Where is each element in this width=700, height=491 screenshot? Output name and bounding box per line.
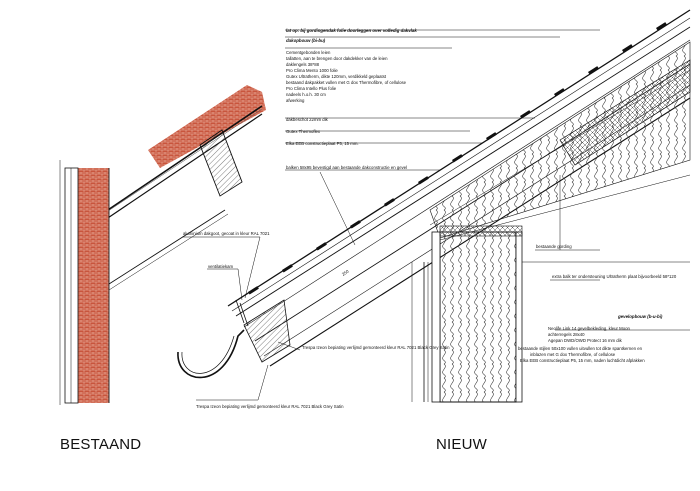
roof-layer-9: afwerking [286, 98, 305, 103]
caption-new: NIEUW [436, 436, 487, 453]
label-ventilatiekam: ventilatiekam [208, 264, 233, 269]
existing-section [59, 85, 266, 405]
gevel-layer-1: Neolife Link 14 gevelbekleding, kleur Mo… [548, 326, 631, 331]
leader-lines [182, 29, 690, 401]
roof-layer-4: Pro Clima Mento 1000 folie [286, 68, 338, 73]
annotations: lat op: bij gordingendak folie doorlegge… [183, 28, 677, 409]
roof-layer-1: Cementgebonden leien [286, 50, 331, 55]
roof-subtitle: dakopbouw (bi-bu) [286, 38, 326, 43]
label-dakbeschot: dakbeschot 22mm dik [286, 117, 329, 122]
gevel-layer-3: Agepan DWD/OWD Protect 16 mm dik [548, 338, 623, 343]
roof-title: lat op: bij gordingendak folie doorlegge… [286, 28, 417, 33]
roof-layer-6: bestaand dakpakket vullen met G dox Ther… [286, 80, 407, 85]
eave-block [243, 299, 291, 363]
gevel-layer-2: achterregels 28x40 [548, 332, 585, 337]
roof-layer-8: nadeels h.o.h. 30 cm [286, 92, 326, 97]
label-dakgoot: aluminium dakgoot, gecoat in kleur RAL 7… [183, 231, 270, 236]
label-trespa-bottom: Trespa Izeon bepiating verlijmd gemontee… [196, 404, 344, 409]
dimension-250: 250 [341, 268, 350, 276]
roof-layer-3: daklengels 38*88 [286, 62, 320, 67]
label-trespa-roof: Trespa Izeon bepiating verlijmd gemontee… [302, 345, 450, 350]
gevel-title: gevelopbouw (b-u-bi) [617, 314, 663, 319]
new-section [177, 9, 691, 403]
label-gutex: Gutex Thermoflex [286, 129, 321, 134]
label-eeb: Elka EEB constructieplaat P5, 15 mm. [286, 141, 359, 146]
gevel-layer-5: inblazen met G dox Thermofibre, of cellu… [530, 352, 616, 357]
caption-existing: BESTAAND [60, 436, 142, 453]
existing-brick-wall [78, 168, 109, 403]
label-balken: balken 58x95 bevestigd aan bestaande dak… [286, 165, 407, 170]
label-gording: bestaande gording [536, 244, 572, 249]
roof-beam [559, 59, 691, 166]
gevel-layer-6: Elka EEB constructieplaat P5, 15 mm, nad… [520, 358, 645, 363]
slate-tiles [248, 22, 667, 295]
gutter [177, 329, 245, 379]
roof-layer-2: tallatten, aan te brengen door dakdekker… [286, 56, 388, 61]
new-wall-insulation [439, 231, 517, 403]
label-extrabalk: extra balk ter ondersteuning Ultratherm … [552, 274, 677, 279]
existing-roof-tiles [148, 85, 266, 168]
gevel-layer-4: bestaande stijlen 50x100 vullen uitvulle… [518, 346, 643, 351]
existing-rafter [199, 129, 243, 197]
roof-layer-7: Pro Clima Intello Plus folie [286, 86, 337, 91]
roof-layer-5: Gutex Ultratherm, dikte 120mm, verdikkel… [286, 74, 387, 79]
